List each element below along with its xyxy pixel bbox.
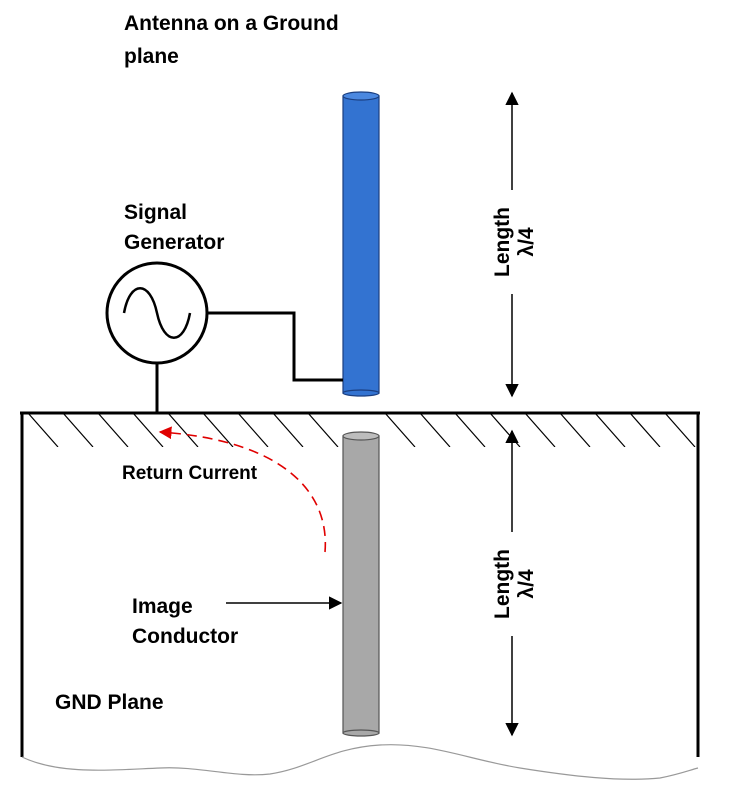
image-conductor-cylinder xyxy=(342,431,380,737)
ground-hatching xyxy=(27,413,696,447)
title-line-1: Antenna on a Ground xyxy=(124,12,339,35)
antenna-cylinder xyxy=(342,91,380,397)
gnd-plane-label: GND Plane xyxy=(55,691,164,714)
ground-plane xyxy=(20,411,700,780)
feed-wire xyxy=(207,311,343,382)
length-dimension-bottom: Length λ/4 xyxy=(484,429,546,737)
signal-generator-label-line-1: Signal xyxy=(124,201,187,224)
length-dimension-top: Length λ/4 xyxy=(484,91,546,398)
image-conductor-label-line-1: Image xyxy=(132,595,193,618)
sine-wave-source-icon xyxy=(105,261,209,365)
image-conductor-label-line-2: Conductor xyxy=(132,625,238,648)
length-bottom-lambda: λ/4 xyxy=(515,569,538,599)
length-top-label: Length xyxy=(491,207,514,277)
return-current-label: Return Current xyxy=(122,463,258,484)
length-bottom-label: Length xyxy=(491,549,514,619)
signal-generator-label-line-2: Generator xyxy=(124,231,224,254)
length-top-lambda: λ/4 xyxy=(515,227,538,257)
return-current-arrow xyxy=(158,426,327,553)
ground-wavy-bottom xyxy=(21,744,699,780)
title-line-2: plane xyxy=(124,45,179,68)
